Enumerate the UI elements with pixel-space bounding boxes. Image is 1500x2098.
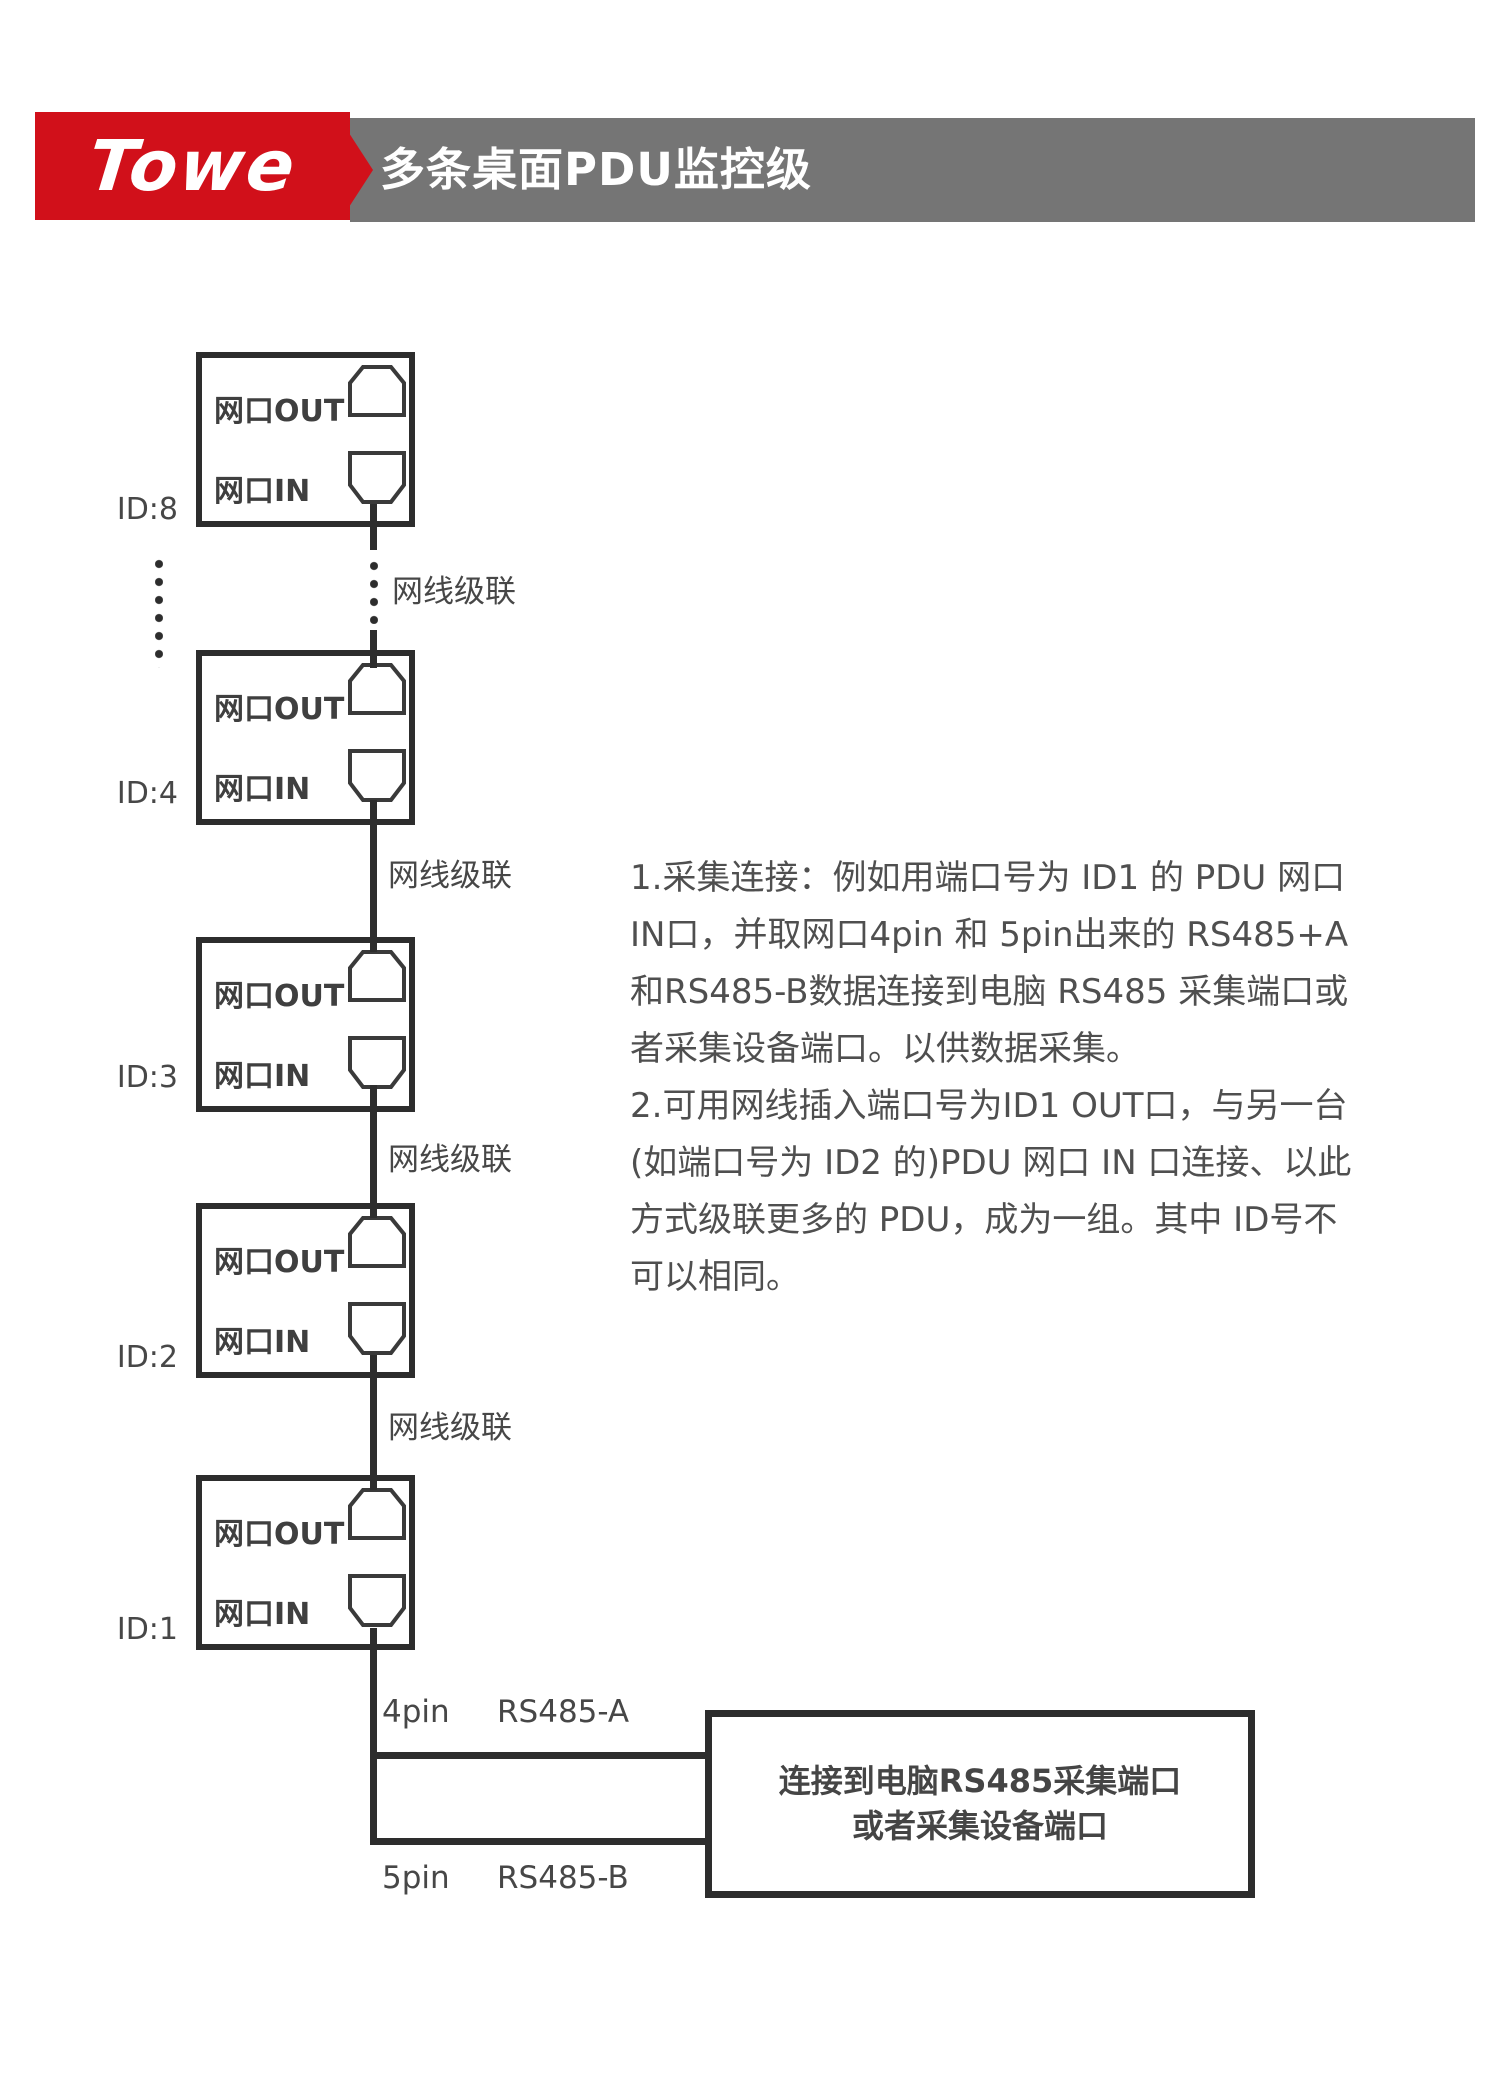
cable-line-id2-id1 xyxy=(370,1355,377,1490)
note-line: 1.采集连接：例如用端口号为 ID1 的 PDU 网口 xyxy=(630,858,1346,898)
pdu-id-label-1: ID:1 xyxy=(116,1612,178,1647)
port-label-in: 网口IN xyxy=(214,1597,311,1632)
port-label-out: 网口OUT xyxy=(214,394,345,429)
pdu-id-label-2: ID:2 xyxy=(116,1340,178,1375)
cascade-label-3: 网线级联 xyxy=(388,1142,512,1178)
pdu-id-label-8: ID:8 xyxy=(116,492,178,527)
rs485-a-label: RS485-A xyxy=(497,1694,630,1730)
note-line: 2.可用网线插入端口号为ID1 OUT口，与另一台 xyxy=(630,1086,1348,1126)
pdu-id-label-4: ID:4 xyxy=(116,776,178,811)
port-label-in: 网口IN xyxy=(214,1325,311,1360)
cascade-label-2: 网线级联 xyxy=(388,858,512,894)
cascade-label-1: 网线级联 xyxy=(392,574,516,610)
port-label-out: 网口OUT xyxy=(214,979,345,1014)
port-label-in: 网口IN xyxy=(214,772,311,807)
rj45-in-port-icon xyxy=(348,1036,406,1089)
page-title: 多条桌面PDU监控级 xyxy=(380,143,812,196)
pdu-box-id4: 网口OUT 网口IN xyxy=(196,650,415,825)
cable-line-into-id4 xyxy=(370,630,377,668)
ellipsis-dotted-line xyxy=(155,556,163,668)
rj45-out-port-icon xyxy=(348,950,406,1002)
port-label-out: 网口OUT xyxy=(214,1245,345,1280)
rs485-b-wire xyxy=(370,1838,710,1845)
pin4-label: 4pin xyxy=(382,1694,450,1730)
rj45-out-port-icon xyxy=(348,1216,406,1268)
cable-line-id3-id2 xyxy=(370,1085,377,1218)
note-line: 方式级联更多的 PDU，成为一组。其中 ID号不 xyxy=(630,1200,1338,1240)
cascade-label-4: 网线级联 xyxy=(388,1410,512,1446)
rj45-out-port-icon xyxy=(348,663,406,715)
towe-logo: Towe xyxy=(35,112,350,220)
cable-line-id8-stub xyxy=(370,504,377,550)
note-line: (如端口号为 ID2 的)PDU 网口 IN 口连接、以此 xyxy=(630,1143,1352,1183)
rs485-b-label: RS485-B xyxy=(497,1860,629,1896)
pdu-box-id1: 网口OUT 网口IN xyxy=(196,1475,415,1650)
cable-dotted-line xyxy=(370,558,378,624)
note-line: 和RS485-B数据连接到电脑 RS485 采集端口或 xyxy=(630,972,1349,1012)
rj45-out-port-icon xyxy=(348,365,406,417)
header-banner: 多条桌面PDU监控级 xyxy=(350,118,1475,222)
target-box-line1: 连接到电脑RS485采集端口 xyxy=(778,1762,1182,1800)
port-label-in: 网口IN xyxy=(214,474,311,509)
note-line: 者采集设备端口。以供数据采集。 xyxy=(630,1029,1140,1069)
instruction-notes: 1.采集连接：例如用端口号为 ID1 的 PDU 网口 IN口，并取网口4pin… xyxy=(630,850,1490,1306)
pdu-box-id8: 网口OUT 网口IN xyxy=(196,352,415,527)
pdu-box-id3: 网口OUT 网口IN xyxy=(196,937,415,1112)
port-label-out: 网口OUT xyxy=(214,692,345,727)
note-line: IN口，并取网口4pin 和 5pin出来的 RS485+A xyxy=(630,915,1349,955)
towe-logo-text: Towe xyxy=(84,125,301,207)
rj45-in-port-icon xyxy=(348,451,406,504)
pdu-box-id2: 网口OUT 网口IN xyxy=(196,1203,415,1378)
note-line: 可以相同。 xyxy=(630,1257,800,1297)
rj45-in-port-icon xyxy=(348,1302,406,1355)
cable-line-id1-down xyxy=(370,1628,377,1845)
cable-line-id4-id3 xyxy=(370,800,377,952)
logo-arrow-icon xyxy=(349,133,373,207)
rj45-out-port-icon xyxy=(348,1488,406,1540)
rs485-target-box: 连接到电脑RS485采集端口 或者采集设备端口 xyxy=(705,1710,1255,1898)
pdu-id-label-3: ID:3 xyxy=(116,1060,178,1095)
port-label-out: 网口OUT xyxy=(214,1517,345,1552)
target-box-line2: 或者采集设备端口 xyxy=(851,1807,1108,1845)
port-label-in: 网口IN xyxy=(214,1059,311,1094)
rj45-in-port-icon xyxy=(348,1574,406,1627)
rj45-in-port-icon xyxy=(348,749,406,802)
rs485-a-wire xyxy=(370,1752,710,1759)
pin5-label: 5pin xyxy=(382,1860,450,1896)
